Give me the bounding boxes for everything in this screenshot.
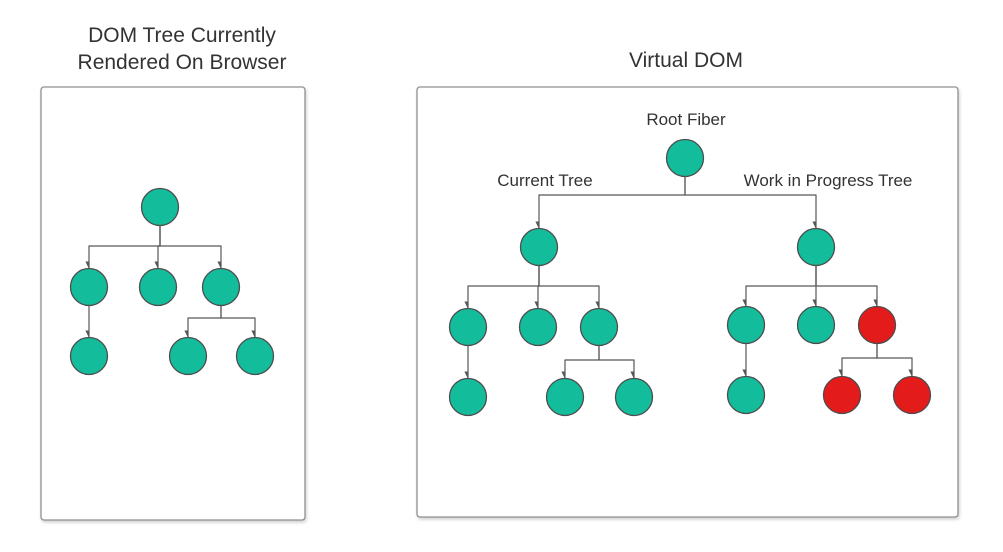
- node-dom-tree-g1: [69, 336, 109, 376]
- node-current-tree-cg3: [614, 377, 654, 417]
- dom-tree-panel: [40, 86, 306, 521]
- wip-tree-label: Work in Progress Tree: [744, 171, 913, 190]
- node-current-tree-croot: [519, 227, 559, 267]
- tree-edge: [598, 345, 635, 379]
- node-dom-tree-root: [140, 187, 180, 227]
- nodes-layer: [69, 138, 932, 417]
- tree-edge: [538, 265, 600, 309]
- root-fiber-label: Root Fiber: [646, 110, 726, 129]
- node-dom-tree-g3: [235, 336, 275, 376]
- node-current-tree-cg2: [545, 377, 585, 417]
- node-wip-tree-wg2: [822, 375, 862, 415]
- virtual-dom-title: Virtual DOM: [629, 49, 743, 72]
- tree-edge: [876, 343, 913, 377]
- node-dom-tree-c1: [69, 267, 109, 307]
- node-wip-tree-wroot: [796, 227, 836, 267]
- node-current-tree-cc2: [518, 307, 558, 347]
- node-wip-tree-wc2: [796, 305, 836, 345]
- node-wip-tree-wg1: [726, 375, 766, 415]
- node-current-tree-cc3: [579, 307, 619, 347]
- node-dom-tree-g2: [168, 336, 208, 376]
- current-tree-label: Current Tree: [497, 171, 592, 190]
- dom-tree-title-line2: Rendered On Browser: [78, 51, 287, 74]
- tree-edge: [815, 265, 878, 307]
- node-wip-tree-wc3: [857, 305, 897, 345]
- node-current-tree-cc1: [448, 307, 488, 347]
- node-root-fiber-rf: [665, 138, 705, 178]
- tree-edge: [159, 225, 222, 269]
- edges-layer: [89, 176, 913, 379]
- tree-edge: [220, 305, 256, 338]
- node-current-tree-cg1: [448, 377, 488, 417]
- node-wip-tree-wc1: [726, 305, 766, 345]
- node-wip-tree-wg3: [892, 375, 932, 415]
- node-dom-tree-c3: [201, 267, 241, 307]
- node-dom-tree-c2: [138, 267, 178, 307]
- dom-tree-title-line1: DOM Tree Currently: [88, 24, 276, 47]
- tree-edge: [684, 176, 817, 229]
